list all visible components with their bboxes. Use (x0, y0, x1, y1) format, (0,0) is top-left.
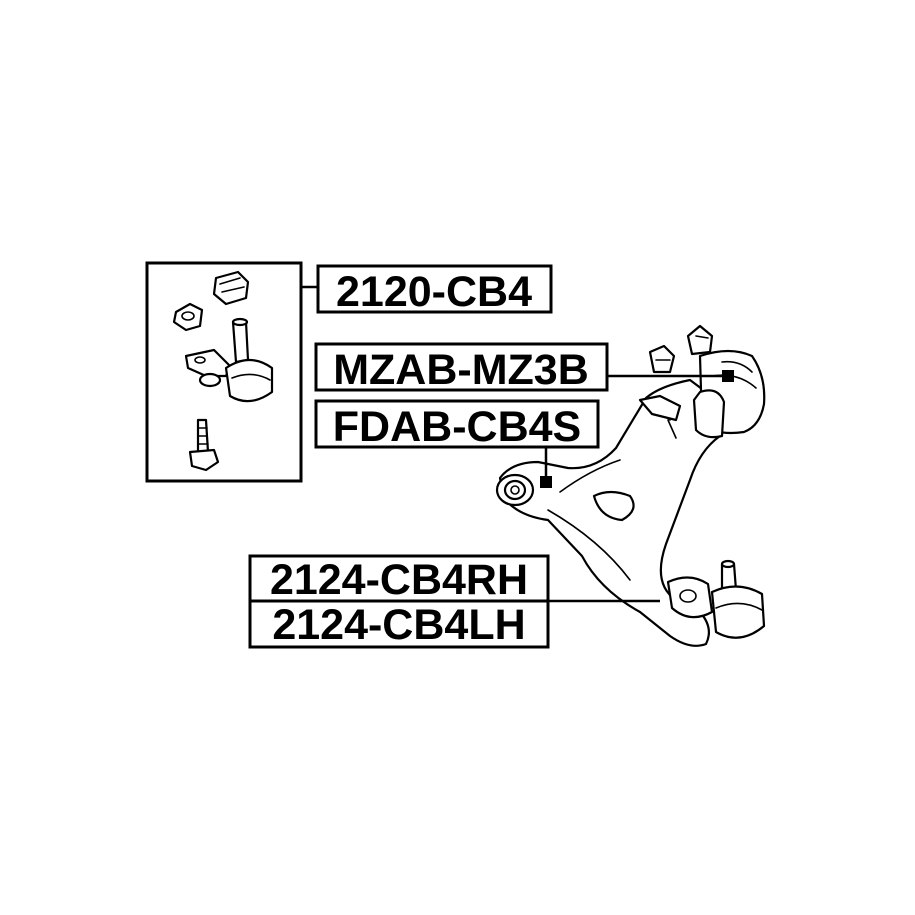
rear-bushing (692, 349, 766, 439)
control-arm-illustration (495, 324, 766, 647)
bolt (188, 418, 220, 472)
control-arm-cutout (592, 490, 635, 522)
front-bushing (495, 473, 535, 507)
mount-bolt-1 (686, 324, 714, 356)
label-rear-bushing: MZAB-MZ3B (314, 342, 609, 394)
label-ball-joint-kit: 2120-CB4 (316, 264, 553, 316)
top-nut (212, 270, 250, 306)
arm-ball-joint (710, 559, 766, 639)
mount-bolt-2 (648, 344, 676, 374)
label-front-bushing: FDAB-CB4S (314, 399, 600, 451)
ball-joint-kit-illustration (172, 270, 274, 472)
marker-front-bushing (540, 476, 552, 488)
label-arm: 2124-CB4RH 2124-CB4LH (248, 554, 550, 649)
label-front-bushing-text: FDAB-CB4S (333, 403, 581, 451)
bracket (638, 394, 682, 422)
label-arm-right-text: 2124-CB4RH (270, 556, 528, 604)
small-nut (172, 302, 204, 332)
label-rear-bushing-text: MZAB-MZ3B (333, 346, 589, 394)
ball-joint-housing (666, 576, 714, 619)
label-ball-joint-kit-text: 2120-CB4 (336, 268, 532, 316)
label-arm-left-text: 2124-CB4LH (272, 601, 525, 649)
marker-rear-bushing (722, 370, 734, 382)
ball-joint (184, 317, 274, 403)
